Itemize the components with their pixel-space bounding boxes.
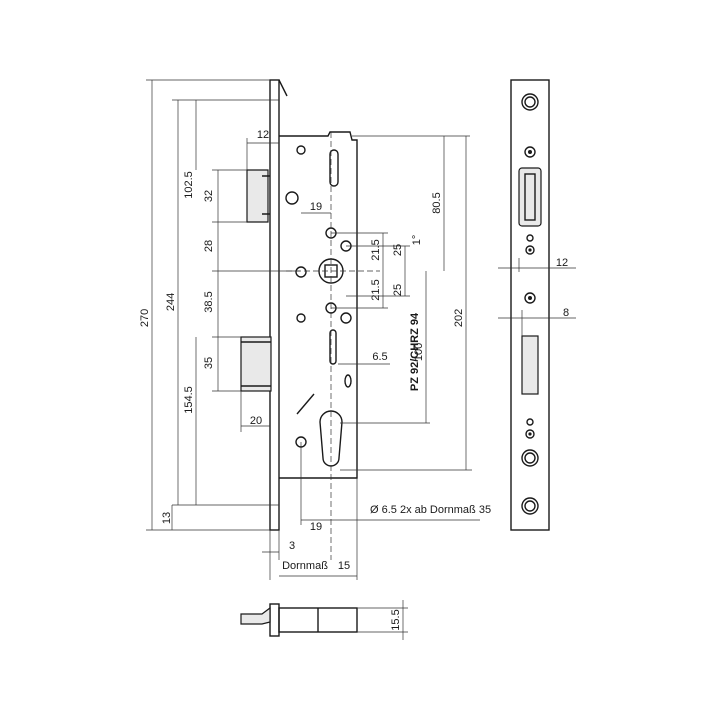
- dim-top-to-latch: 102.5: [183, 171, 195, 199]
- faceplate: [510, 79, 550, 531]
- faceplate-bolt-opening: [521, 335, 539, 395]
- model-label: PZ 92/CHRZ 94: [409, 312, 421, 391]
- dim-forend-height: 244: [165, 293, 177, 311]
- dim-spindle-upper: 21.5: [370, 239, 382, 260]
- dim-faceplate-bolt-width: 8: [563, 307, 569, 319]
- dim-angle: 1°: [411, 235, 423, 246]
- horizontal-dimensions: [240, 138, 480, 580]
- dim-side-height: 15.5: [390, 609, 402, 630]
- dim-case-height: 202: [453, 309, 465, 327]
- dim-spindle-to-cylinder: 100: [413, 343, 425, 361]
- dim-top-to-cylinder: 80.5: [431, 192, 443, 213]
- latch-bolt: [246, 169, 269, 223]
- dim-total-height: 270: [139, 309, 151, 327]
- faceplate-latch-opening: [518, 167, 542, 227]
- dim-spindle-upper-25: 25: [392, 244, 404, 256]
- dead-bolt: [240, 336, 272, 392]
- lock-case: [279, 131, 358, 479]
- dim-latch-width: 12: [257, 129, 269, 141]
- dim-hole-note: Ø 6.5 2x ab Dornmaß 35: [370, 504, 491, 516]
- dim-backset-label: Dornmaß: [282, 560, 328, 572]
- dim-bolt-throw: 20: [250, 415, 262, 427]
- dim-cylinder-offset: 15: [338, 560, 350, 572]
- dim-spindle-offset: 19: [310, 201, 322, 213]
- dim-bottom-offset: 13: [161, 512, 173, 524]
- dim-bolt-height: 35: [203, 357, 215, 369]
- dim-latch-height: 32: [203, 190, 215, 202]
- dim-spindle-lower: 21.5: [370, 279, 382, 300]
- dim-pin-offset: 6.5: [372, 351, 387, 363]
- side-view: [240, 600, 408, 640]
- forend-plate: [269, 79, 280, 531]
- dim-spindle-to-bolt: 38.5: [203, 291, 215, 312]
- dim-bolt-to-bottom: 154.5: [183, 386, 195, 414]
- cylinder-cutout: [319, 410, 343, 467]
- right-dimensions: [331, 135, 472, 471]
- dim-hole-offset: 19: [310, 521, 322, 533]
- dim-latch-to-spindle: 28: [203, 240, 215, 252]
- left-dimensions: [146, 79, 300, 531]
- dim-spindle-lower-25: 25: [392, 284, 404, 296]
- lock-front-view: [240, 79, 380, 560]
- dim-faceplate-latch-width: 12: [556, 257, 568, 269]
- dim-forend-thickness: 3: [289, 540, 295, 552]
- faceplate-view: [498, 79, 576, 531]
